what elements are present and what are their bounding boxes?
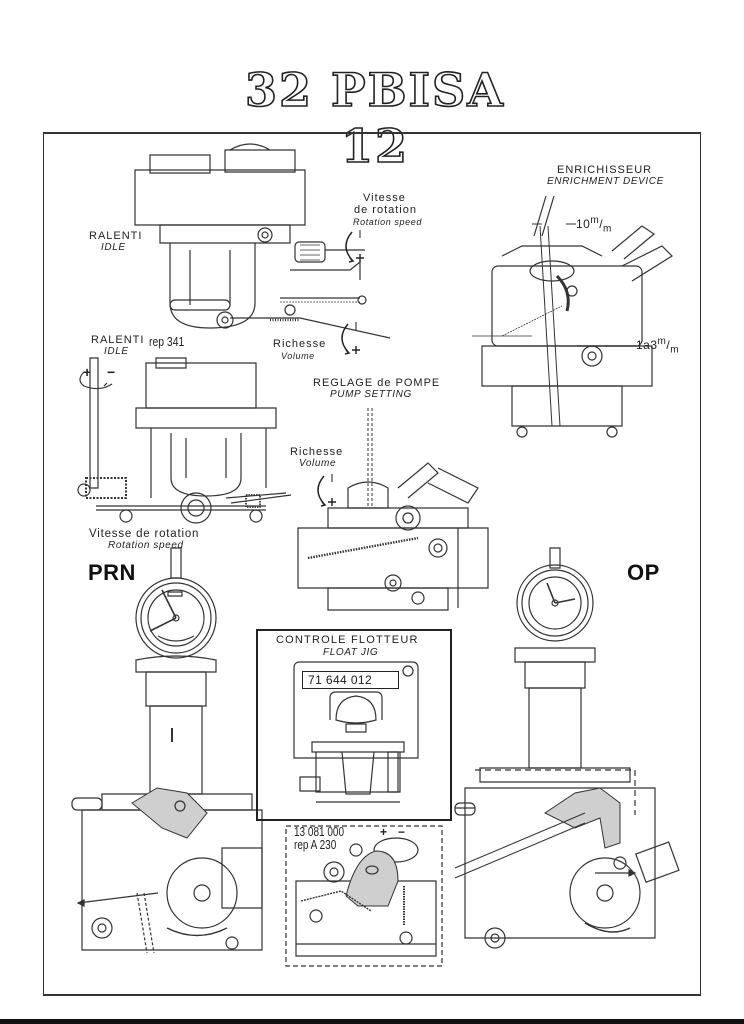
idle-label-fr: RALENTI — [89, 230, 143, 242]
plus-sign: + — [380, 825, 389, 839]
prn-carburetor-with-dial-gauge-drawing — [72, 548, 282, 968]
idle-label-en: IDLE — [101, 242, 126, 253]
volume-label-en: Volume — [299, 458, 337, 469]
volume-label-en: Volume — [281, 351, 315, 361]
pump-setting-label-fr: REGLAGE de POMPE — [313, 377, 441, 389]
enrichment-gap-label: 10m/m — [576, 215, 612, 235]
rotation-arrow-icon — [340, 228, 370, 264]
float-jig-drawing — [286, 662, 426, 812]
idle-label-en: IDLE — [104, 346, 129, 357]
rotation-speed-label-fr-1: Vitesse — [363, 192, 406, 204]
enrichment-device-label-en: ENRICHMENT DEVICE — [547, 176, 664, 187]
adjustment-detail-drawing — [286, 826, 442, 966]
enrichment-device-drawing — [462, 196, 682, 446]
gap-value: 10 — [576, 217, 591, 231]
enrichment-device-label-fr: ENRICHISSEUR — [557, 164, 653, 176]
detail-part-number: 13 081 000 — [294, 825, 345, 839]
variant-label-prn: PRN — [88, 560, 136, 585]
pump-setting-drawing — [288, 408, 498, 620]
rotation-speed-label-en: Rotation speed — [108, 540, 184, 551]
page-title: 32 PBISA 12 — [244, 62, 505, 174]
unit-numerator: m — [657, 336, 667, 347]
rotation-arrow-icon — [336, 320, 366, 356]
volume-label-fr: Richesse — [290, 446, 344, 458]
carburetor-side-view-drawing — [76, 358, 296, 528]
detail-reference-label: rep A 230 — [294, 838, 337, 852]
rotation-arrow-icon — [312, 472, 342, 508]
float-jig-part-number: 71 644 012 — [302, 671, 399, 689]
unit-numerator: m — [590, 215, 600, 226]
float-jig-panel — [256, 629, 452, 821]
unit-denominator: m — [603, 223, 612, 235]
idle-label-fr: RALENTI — [91, 334, 145, 346]
unit-denominator: m — [670, 344, 680, 356]
reference-label: rep 341 — [149, 334, 185, 349]
op-carburetor-with-dial-gauge-drawing — [455, 548, 685, 958]
minus-sign: − — [398, 825, 407, 839]
page-bottom-rule — [0, 1019, 744, 1024]
diagram-frame — [43, 132, 701, 996]
plus-sign: + — [83, 364, 93, 380]
rotation-speed-label-fr-2: de rotation — [354, 204, 417, 216]
pump-setting-label-en: PUMP SETTING — [330, 389, 412, 400]
volume-label-fr: Richesse — [273, 338, 327, 350]
float-jig-label-fr: CONTROLE FLOTTEUR — [276, 634, 419, 646]
variant-label-op: OP — [627, 560, 660, 585]
minus-sign: − — [107, 364, 117, 380]
float-jig-label-en: FLOAT JIG — [323, 647, 379, 658]
rotation-speed-label-fr: Vitesse de rotation — [89, 528, 200, 540]
rotation-speed-label-en: Rotation speed — [353, 217, 422, 227]
carburetor-top-view-drawing — [130, 150, 390, 345]
